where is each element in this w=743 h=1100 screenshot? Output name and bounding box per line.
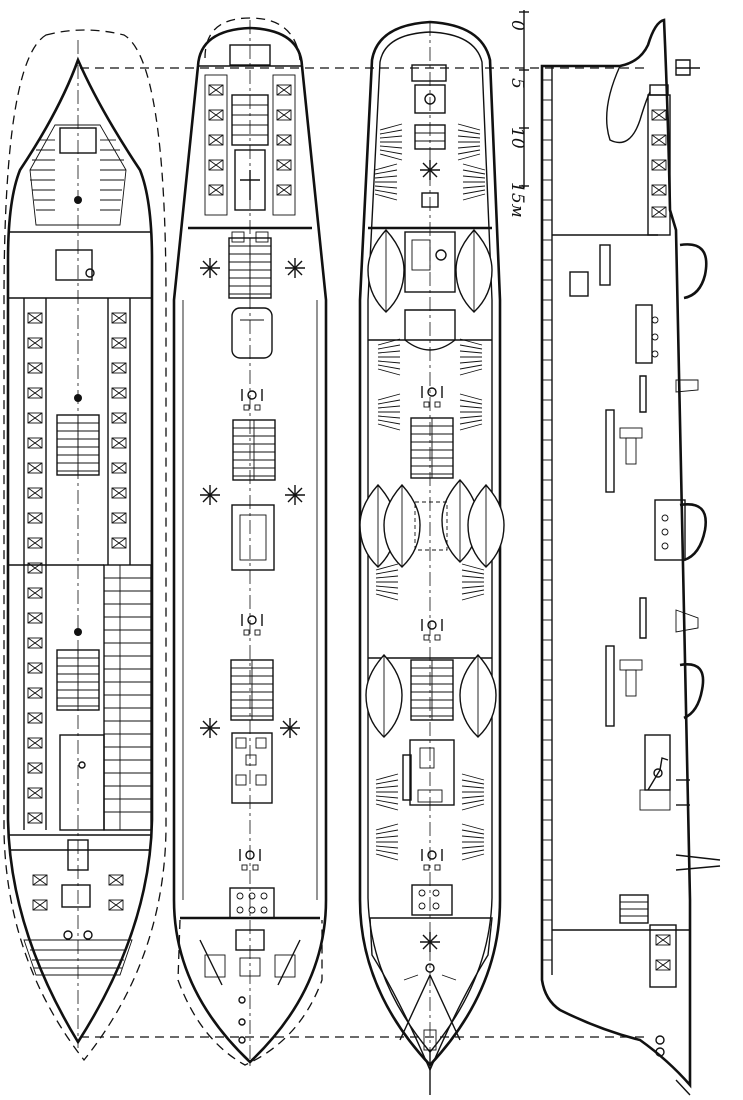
berth-column-right: [107, 298, 131, 565]
berth-column-left: [23, 298, 47, 830]
main-deck-plan: [172, 17, 328, 1070]
reference-lines: [80, 67, 650, 1038]
upper-deck-plan: [358, 20, 505, 1095]
lower-deck-plan: [3, 29, 167, 1062]
scale-label-15: 15м: [507, 182, 527, 218]
scale-label-5: 5: [507, 78, 527, 89]
scale-bar: 0 5 10 15м: [507, 10, 529, 218]
side-elevation: [540, 18, 721, 1096]
scale-label-0: 0: [507, 20, 527, 31]
scale-label-10: 10: [507, 127, 527, 149]
